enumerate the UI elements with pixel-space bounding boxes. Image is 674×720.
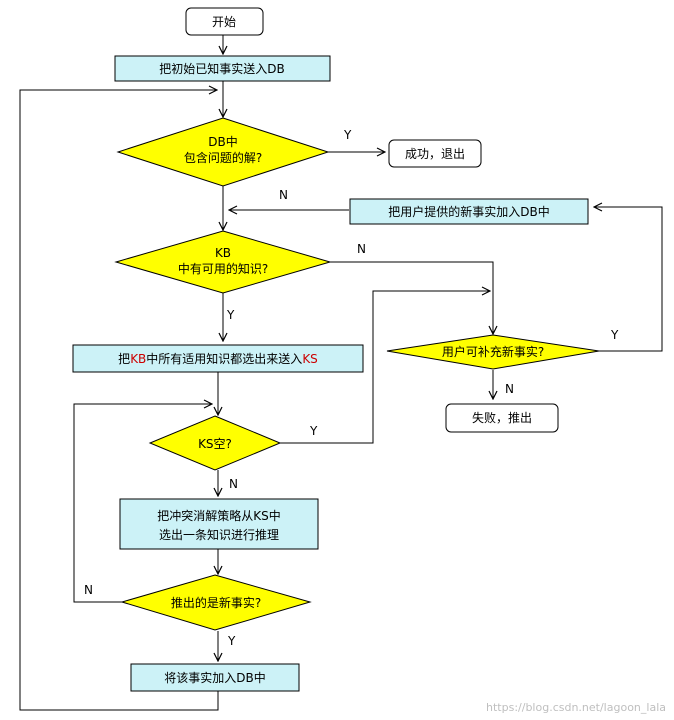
select-knowledge-line2: 选出一条知识进行推理 xyxy=(159,528,279,542)
node-ks-empty: KS空? xyxy=(148,415,282,471)
label-user-no: N xyxy=(505,382,514,396)
send-to-ks-part2: KB xyxy=(130,352,146,366)
is-new-fact-label: 推出的是新事实? xyxy=(171,595,261,610)
node-add-fact-db: 将该事实加入DB中 xyxy=(130,663,300,692)
label-db-yes: Y xyxy=(343,128,352,142)
watermark: https://blog.csdn.net/lagoon_lala xyxy=(486,701,666,714)
kb-usable-line2: 中有可用的知识? xyxy=(178,261,268,276)
user-new-fact-label: 用户可补充新事实? xyxy=(442,344,544,359)
user-add-facts-shape xyxy=(349,198,589,225)
edge-kb-no-to-user-new xyxy=(330,261,493,334)
send-to-ks-shape xyxy=(72,344,364,373)
node-user-add-facts: 把用户提供的新事实加入DB中 xyxy=(349,198,589,225)
node-select-knowledge: 把冲突消解策略从KS中 选出一条知识进行推理 xyxy=(119,498,319,550)
send-to-ks-part4: KS xyxy=(302,352,318,366)
send-to-ks-part1: 把 xyxy=(118,352,130,366)
db-solution-line2: 包含问题的解? xyxy=(184,150,262,165)
add-fact-db-label: 将该事实加入DB中 xyxy=(164,670,265,685)
label-ks-yes: Y xyxy=(309,424,318,438)
start-shape xyxy=(185,7,264,36)
label-add-no: N xyxy=(279,188,288,202)
edges xyxy=(19,35,663,711)
select-knowledge-shape xyxy=(119,498,319,550)
is-new-fact-diamond xyxy=(120,574,312,631)
node-db-solution: DB中 包含问题的解? xyxy=(116,117,330,187)
edge-add-db-loop-back xyxy=(19,90,219,711)
edge-user-yes-to-user-add xyxy=(594,207,663,352)
label-ks-no: N xyxy=(229,477,238,491)
init-facts-shape xyxy=(114,55,331,82)
ks-empty-label: KS空? xyxy=(198,437,232,451)
edge-labels: Y N N Y Y N Y N N Y xyxy=(84,128,619,648)
start-label: 开始 xyxy=(212,15,236,29)
success-label: 成功，退出 xyxy=(405,147,465,161)
send-to-ks-label: 把KB中所有适用知识都选出来送入KS xyxy=(118,351,318,366)
select-knowledge-line1: 把冲突消解策略从KS中 xyxy=(157,508,281,523)
fail-shape xyxy=(445,403,559,433)
edge-ks-yes-to-user-new xyxy=(280,291,490,444)
edge-new-no-to-ks-empty xyxy=(73,404,212,603)
add-fact-db-shape xyxy=(130,663,300,692)
db-solution-diamond xyxy=(116,117,330,187)
node-send-to-ks: 把KB中所有适用知识都选出来送入KS xyxy=(72,344,364,373)
node-user-new-fact: 用户可补充新事实? xyxy=(386,334,600,370)
node-start: 开始 xyxy=(185,7,264,36)
user-add-facts-label: 把用户提供的新事实加入DB中 xyxy=(388,204,549,219)
success-shape xyxy=(388,139,482,168)
node-init-facts: 把初始已知事实送入DB xyxy=(114,55,331,82)
ks-empty-diamond xyxy=(148,415,282,471)
node-is-new-fact: 推出的是新事实? xyxy=(120,574,312,631)
label-new-no: N xyxy=(84,583,93,597)
init-facts-label: 把初始已知事实送入DB xyxy=(159,61,284,76)
label-kb-no: N xyxy=(357,242,366,256)
user-new-fact-diamond xyxy=(386,334,600,370)
kb-usable-diamond xyxy=(114,230,332,294)
node-kb-usable: KB 中有可用的知识? xyxy=(114,230,332,294)
label-new-yes: Y xyxy=(227,634,236,648)
db-solution-line1: DB中 xyxy=(208,134,237,149)
kb-usable-line1: KB xyxy=(215,246,231,260)
node-fail: 失败，推出 xyxy=(445,403,559,433)
label-kb-yes: Y xyxy=(226,308,235,322)
label-user-yes: Y xyxy=(610,328,619,342)
fail-label: 失败，推出 xyxy=(472,410,532,425)
node-success: 成功，退出 xyxy=(388,139,482,168)
send-to-ks-part3: 中所有适用知识都选出来送入 xyxy=(146,351,302,366)
